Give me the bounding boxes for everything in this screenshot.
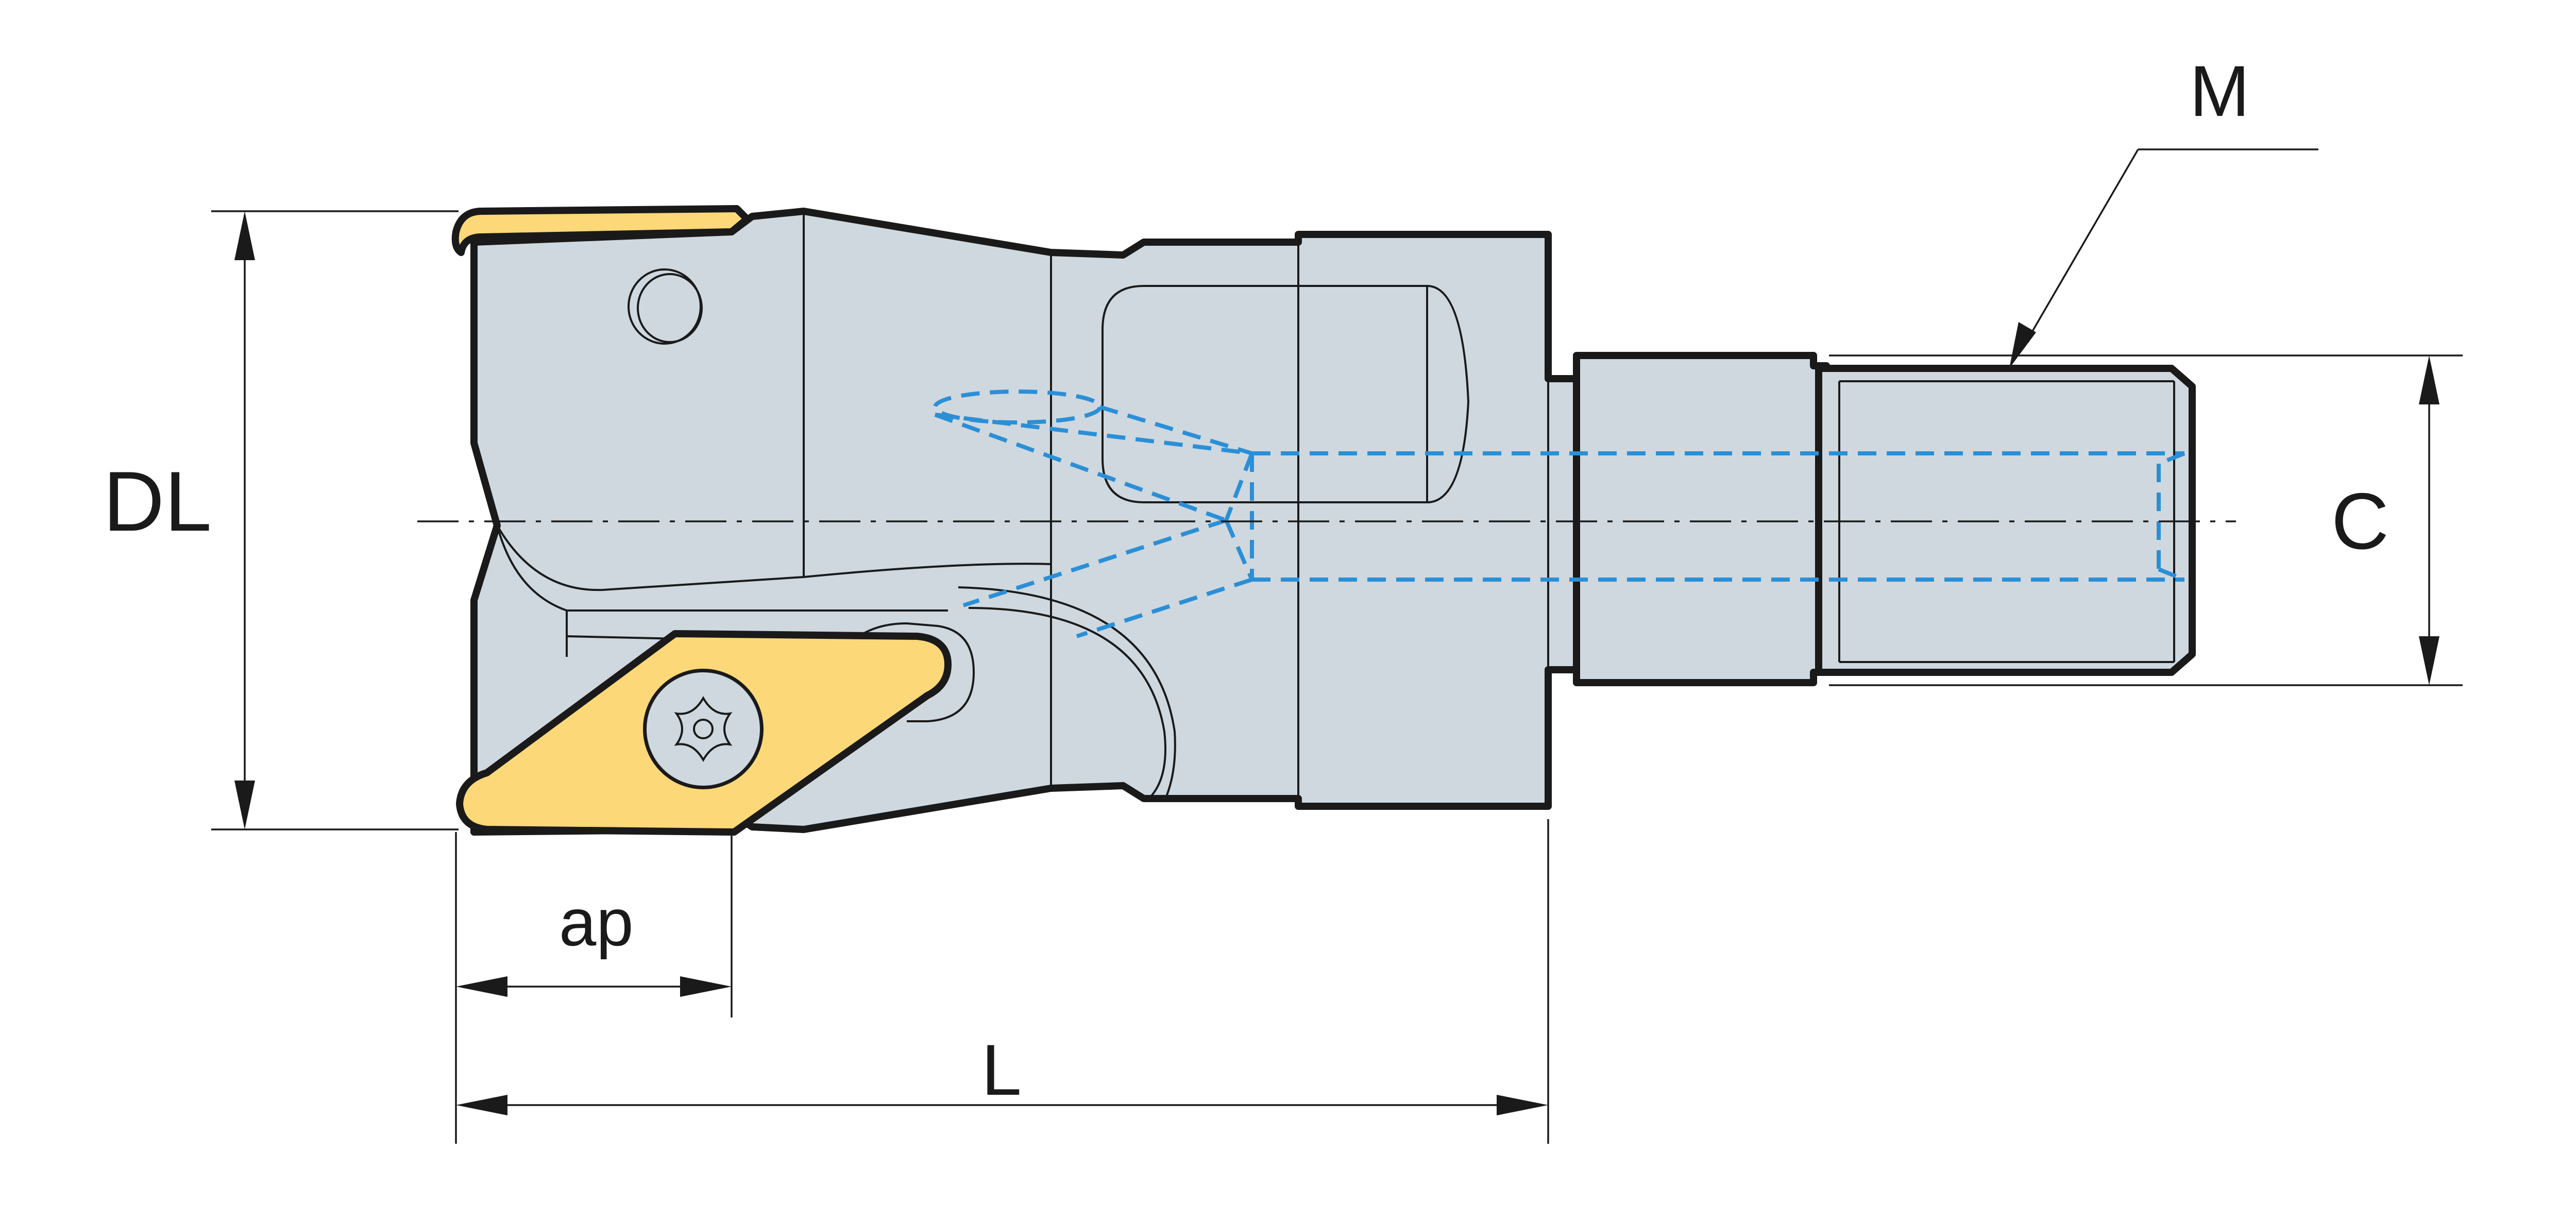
torx-screw-icon xyxy=(643,669,764,789)
shank-collar xyxy=(1573,352,1830,686)
dimension-l: L xyxy=(456,819,1549,1144)
dimension-label-l: L xyxy=(981,1029,1022,1110)
chip-flute xyxy=(496,524,1052,591)
dimension-dl: DL xyxy=(103,210,459,830)
dimension-label-ap: ap xyxy=(559,885,634,960)
flute-sweep xyxy=(968,607,1166,800)
dimension-label-c: C xyxy=(2331,477,2389,566)
top-insert xyxy=(451,205,751,256)
wrench-flat xyxy=(1101,285,1470,503)
locating-pin-hole xyxy=(628,268,703,345)
dimension-label-m: M xyxy=(2190,50,2250,131)
dimension-c: C xyxy=(1829,354,2463,686)
dimension-ap: ap xyxy=(455,832,733,1144)
dimension-m: M xyxy=(2009,50,2318,368)
coolant-channel xyxy=(933,389,2185,638)
threaded-shank xyxy=(1815,365,2196,676)
dimension-label-dl: DL xyxy=(103,454,212,549)
